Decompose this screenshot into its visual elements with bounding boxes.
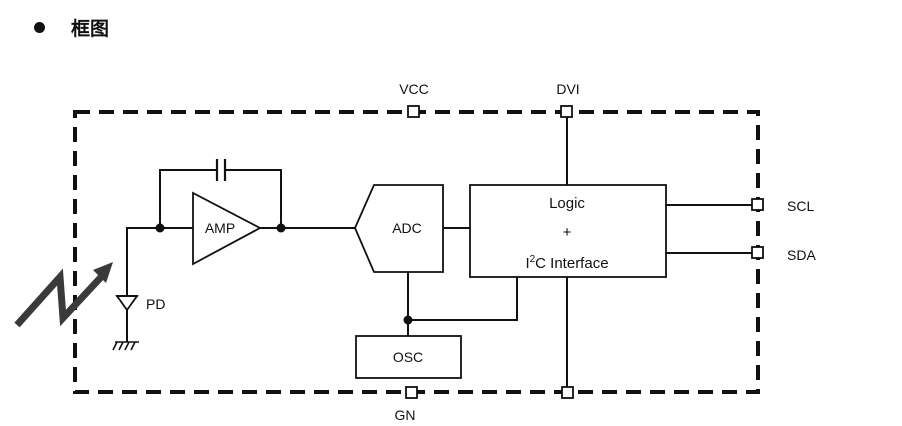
logic-plus-label: + xyxy=(563,224,572,241)
vcc-pin xyxy=(407,105,420,118)
osc-block xyxy=(355,335,462,379)
photodiode-icon xyxy=(115,295,139,312)
amp-block xyxy=(192,191,262,266)
junction-dot xyxy=(403,315,413,325)
section-heading: 框图 xyxy=(34,12,109,42)
logic-block xyxy=(469,184,667,278)
gnd-pin xyxy=(405,386,418,399)
osc-to-logic-wire xyxy=(408,277,518,321)
adc-label: ADC xyxy=(392,220,422,236)
feedback-wire-left xyxy=(159,169,217,228)
sda-label: SDA xyxy=(787,247,816,263)
ground-icon xyxy=(112,341,139,351)
osc-label: OSC xyxy=(393,349,423,365)
light-arrowhead-icon xyxy=(93,262,113,283)
heading-text: 框图 xyxy=(71,17,110,40)
amp-label: AMP xyxy=(205,220,235,236)
i2c-interface-label: I2C Interface xyxy=(525,254,608,272)
scl-pin xyxy=(751,198,764,211)
feedback-wire-right xyxy=(225,169,282,228)
vcc-label: VCC xyxy=(399,81,429,97)
bullet-icon xyxy=(34,21,45,33)
light-arrow-icon xyxy=(14,268,106,328)
scl-label: SCL xyxy=(787,198,814,214)
gnd-label: GN xyxy=(395,407,416,423)
dvi-pin xyxy=(560,105,573,118)
dvi-label: DVI xyxy=(556,81,579,97)
logic-label: Logic xyxy=(549,195,585,212)
pd-label: PD xyxy=(146,296,165,312)
pd-wire xyxy=(126,227,160,296)
sda-pin xyxy=(751,246,764,259)
lower-right-pin xyxy=(561,386,574,399)
junction-dot xyxy=(276,223,286,233)
junction-dot xyxy=(155,223,165,233)
